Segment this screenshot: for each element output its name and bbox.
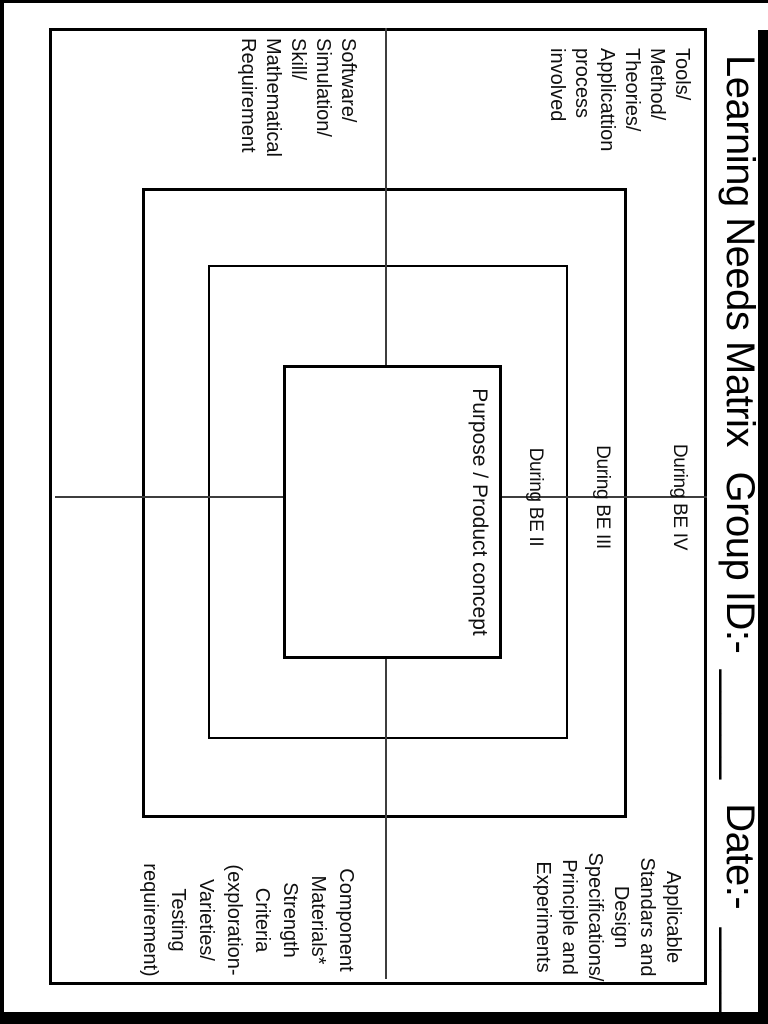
date-label: Date:- [718,803,762,910]
date-blank: _____ [718,927,762,1024]
ring-label-during-be4: During BE IV [669,443,690,551]
scan-edge-bottom [0,0,4,1024]
group-id-blank: _____ [718,669,762,779]
title-row: Learning Needs Matrix Group ID:- _____ D… [717,55,762,1024]
purpose-product-concept-box: Purpose / Product concept [283,365,502,659]
note-tools-methods: Tools/ Method/ Theories/ Applicattion pr… [546,48,693,152]
purpose-product-concept-caption: Purpose / Product concept [468,388,491,636]
note-software-simulation: Software/ Simulation/ Skill/ Mathematica… [237,38,359,157]
ring-label-during-be2: During BE II [525,447,546,547]
group-id-label: Group ID:- [718,471,762,654]
scan-edge-right [0,1012,768,1024]
scan-edge-left [0,0,768,3]
note-component-materials: Component Materials* Strength Criteria (… [139,863,357,977]
page-title: Learning Needs Matrix [718,55,762,447]
ring-label-during-be3: During BE III [592,445,613,549]
note-applicable-standards: Applicable Standars and Design Specifica… [532,852,684,982]
